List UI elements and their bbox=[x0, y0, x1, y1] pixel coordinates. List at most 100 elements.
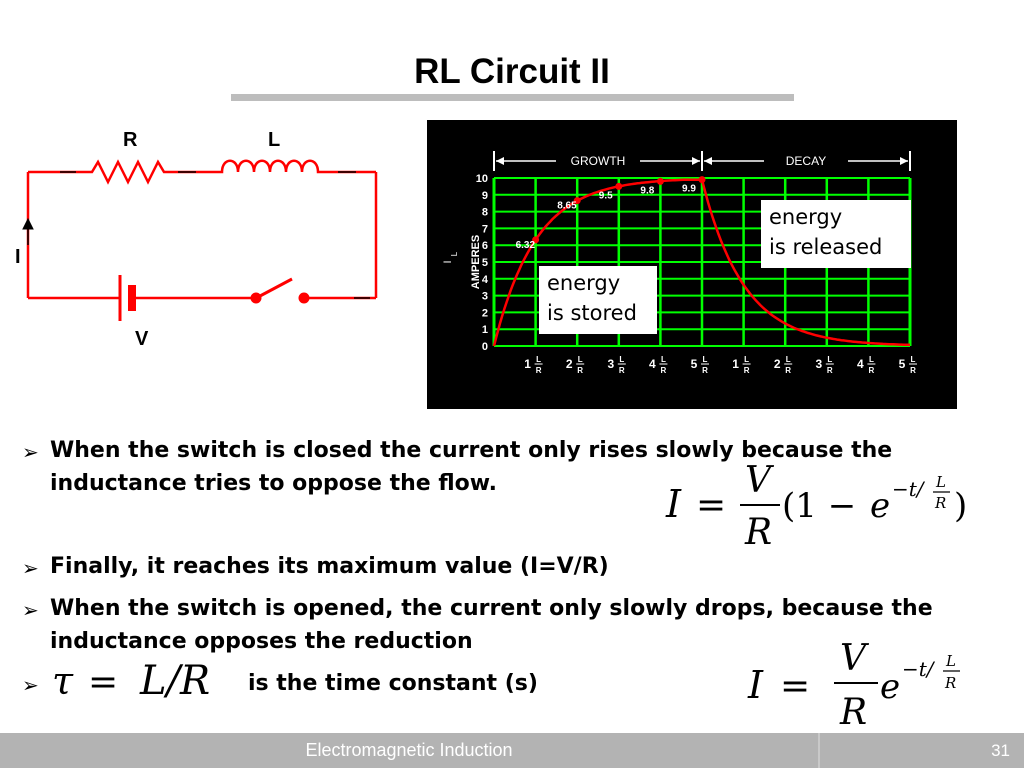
phase-arrow-head bbox=[496, 157, 504, 165]
rl-circuit-diagram bbox=[22, 159, 378, 321]
tau-equals: = bbox=[88, 662, 118, 703]
x-tick-number: 1 bbox=[732, 357, 739, 371]
resistor-symbol bbox=[82, 159, 172, 185]
growth-eq-lhs: I bbox=[665, 482, 682, 526]
y-tick-label: 1 bbox=[482, 324, 488, 336]
x-tick-den: R bbox=[661, 366, 667, 375]
y-tick-label: 6 bbox=[482, 240, 488, 252]
x-tick-number: 4 bbox=[857, 357, 864, 371]
decay-eq-exp: −t/ bbox=[902, 657, 936, 681]
x-tick-number: 3 bbox=[815, 357, 822, 371]
battery-symbol bbox=[118, 275, 136, 321]
growth-eq-den: R bbox=[744, 512, 772, 552]
y-tick-label: 4 bbox=[482, 274, 489, 286]
decay-equation: I = V R e −t/ L R bbox=[747, 638, 960, 726]
bullet-arrow-icon: ➢ bbox=[22, 673, 39, 697]
callout-released-line1: energy bbox=[769, 205, 843, 229]
y-tick-label: 2 bbox=[482, 307, 488, 319]
y-tick-label: 8 bbox=[482, 207, 488, 219]
x-tick-den: R bbox=[744, 366, 750, 375]
slide-footer bbox=[0, 733, 1024, 768]
phase-label-decay: DECAY bbox=[786, 154, 826, 168]
data-point bbox=[656, 177, 664, 185]
data-label: 9.8 bbox=[640, 185, 654, 196]
bullet-arrow-icon: ➢ bbox=[22, 556, 39, 580]
bullet-arrow-icon: ➢ bbox=[22, 598, 39, 622]
x-tick-number: 5 bbox=[691, 357, 698, 371]
y-axis-label: AMPERES bbox=[470, 235, 482, 289]
growth-eq-base: e bbox=[870, 486, 890, 526]
growth-eq-paren-close: ) bbox=[954, 486, 967, 526]
growth-equation: I = V R (1 − e −t/ L R ) bbox=[665, 460, 967, 552]
data-point bbox=[698, 176, 706, 184]
x-tick-num: L bbox=[744, 355, 749, 364]
x-tick-den: R bbox=[619, 366, 625, 375]
y-tick-label: 0 bbox=[482, 341, 488, 353]
voltage-label: V bbox=[135, 328, 149, 350]
data-point bbox=[573, 197, 581, 205]
tau-equation: τ = L/R bbox=[52, 658, 210, 704]
x-tick-den: R bbox=[536, 366, 542, 375]
x-tick-num: L bbox=[661, 355, 666, 364]
data-point bbox=[615, 182, 623, 190]
callout-released-line2: is released bbox=[769, 235, 883, 259]
switch-symbol bbox=[250, 277, 310, 304]
growth-eq-exp-num: L bbox=[935, 473, 946, 491]
bullet-4: is the time constant (s) bbox=[248, 667, 538, 700]
bullet-2: Finally, it reaches its maximum value (I… bbox=[50, 550, 609, 583]
growth-eq-exp-den: R bbox=[934, 494, 946, 512]
callout-stored-line2: is stored bbox=[547, 301, 637, 325]
data-label: 6.32 bbox=[516, 240, 536, 251]
x-tick-den: R bbox=[869, 366, 875, 375]
decay-eq-equals: = bbox=[780, 666, 810, 707]
tau-symbol: τ bbox=[52, 659, 74, 703]
y-axis-subscript: L bbox=[450, 251, 459, 256]
decay-eq-num: V bbox=[840, 638, 870, 679]
bullet-3: When the switch is opened, the current o… bbox=[50, 592, 933, 658]
circuit-wires bbox=[26, 159, 378, 300]
bullet-2-line1: Finally, it reaches its maximum value (I… bbox=[50, 554, 609, 579]
bullet-4-line1: is the time constant (s) bbox=[248, 671, 538, 696]
x-tick-number: 1 bbox=[524, 357, 531, 371]
decay-eq-base: e bbox=[880, 667, 900, 707]
title-underline bbox=[231, 94, 794, 101]
phase-arrow-head bbox=[900, 157, 908, 165]
y-tick-label: 9 bbox=[482, 190, 488, 202]
x-tick-num: L bbox=[869, 355, 874, 364]
x-tick-num: L bbox=[578, 355, 583, 364]
x-tick-number: 5 bbox=[899, 357, 906, 371]
x-tick-num: L bbox=[911, 355, 916, 364]
footer-title: Electromagnetic Induction bbox=[305, 740, 513, 760]
y-tick-label: 5 bbox=[482, 257, 488, 269]
bullet-1: When the switch is closed the current on… bbox=[50, 434, 892, 500]
black-wire-ticks bbox=[60, 171, 370, 299]
x-tick-number: 3 bbox=[607, 357, 614, 371]
x-tick-num: L bbox=[536, 355, 541, 364]
x-tick-num: L bbox=[786, 355, 791, 364]
decay-eq-exp-den: R bbox=[944, 674, 956, 692]
x-tick-den: R bbox=[827, 366, 833, 375]
current-label: I bbox=[15, 246, 21, 268]
tau-rhs: L/R bbox=[139, 658, 210, 704]
x-tick-den: R bbox=[785, 366, 791, 375]
callout-stored-line1: energy bbox=[547, 271, 621, 295]
current-arrow bbox=[22, 217, 34, 245]
phase-label-growth: GROWTH bbox=[571, 154, 626, 168]
x-tick-number: 2 bbox=[566, 357, 573, 371]
bullet-3-line2: inductance opposes the reduction bbox=[50, 629, 473, 654]
inductor-symbol bbox=[212, 159, 328, 174]
growth-eq-num: V bbox=[745, 460, 775, 501]
x-tick-number: 2 bbox=[774, 357, 781, 371]
decay-eq-den: R bbox=[839, 692, 867, 726]
slide-title: RL Circuit II bbox=[414, 52, 610, 91]
decay-eq-exp-num: L bbox=[945, 652, 956, 670]
y-tick-label: 3 bbox=[482, 291, 488, 303]
bullet-1-line2: inductance tries to oppose the flow. bbox=[50, 471, 498, 496]
x-tick-num: L bbox=[703, 355, 708, 364]
x-tick-number: 4 bbox=[649, 357, 656, 371]
growth-eq-exp: −t/ bbox=[892, 477, 926, 501]
x-tick-den: R bbox=[910, 366, 916, 375]
bullet-1-line1: When the switch is closed the current on… bbox=[50, 438, 893, 463]
energy-stored-callout: energy is stored bbox=[539, 266, 657, 334]
y-tick-label: 10 bbox=[476, 173, 488, 185]
